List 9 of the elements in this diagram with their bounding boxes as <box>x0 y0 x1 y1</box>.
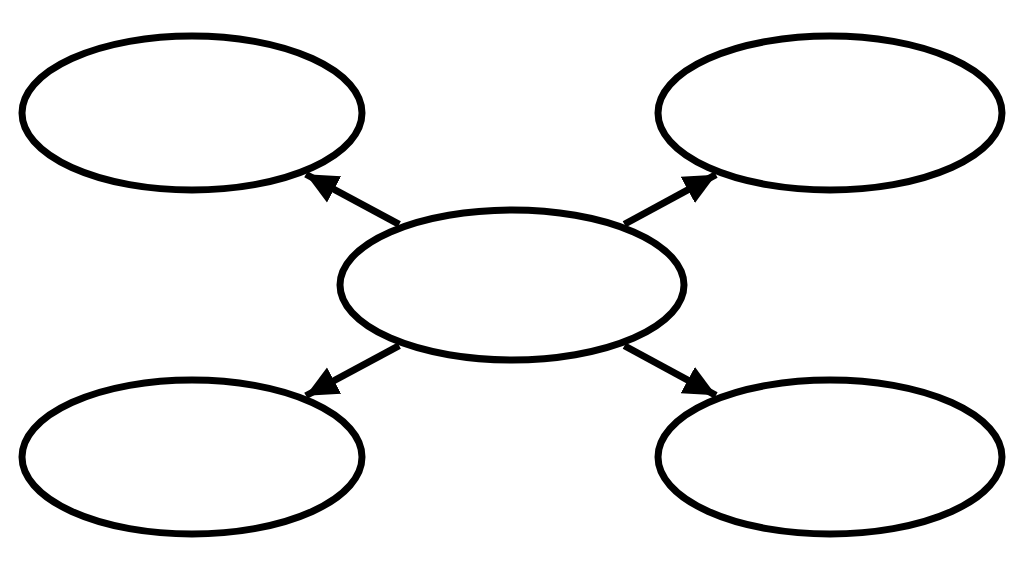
arrow <box>304 171 401 228</box>
arrow <box>622 171 718 228</box>
ellipse <box>18 376 366 538</box>
arrow <box>304 342 401 399</box>
ellipse <box>654 32 1006 194</box>
arrow <box>622 342 718 399</box>
ellipse <box>336 206 688 364</box>
ellipse <box>654 376 1006 538</box>
ellipse <box>18 32 366 194</box>
